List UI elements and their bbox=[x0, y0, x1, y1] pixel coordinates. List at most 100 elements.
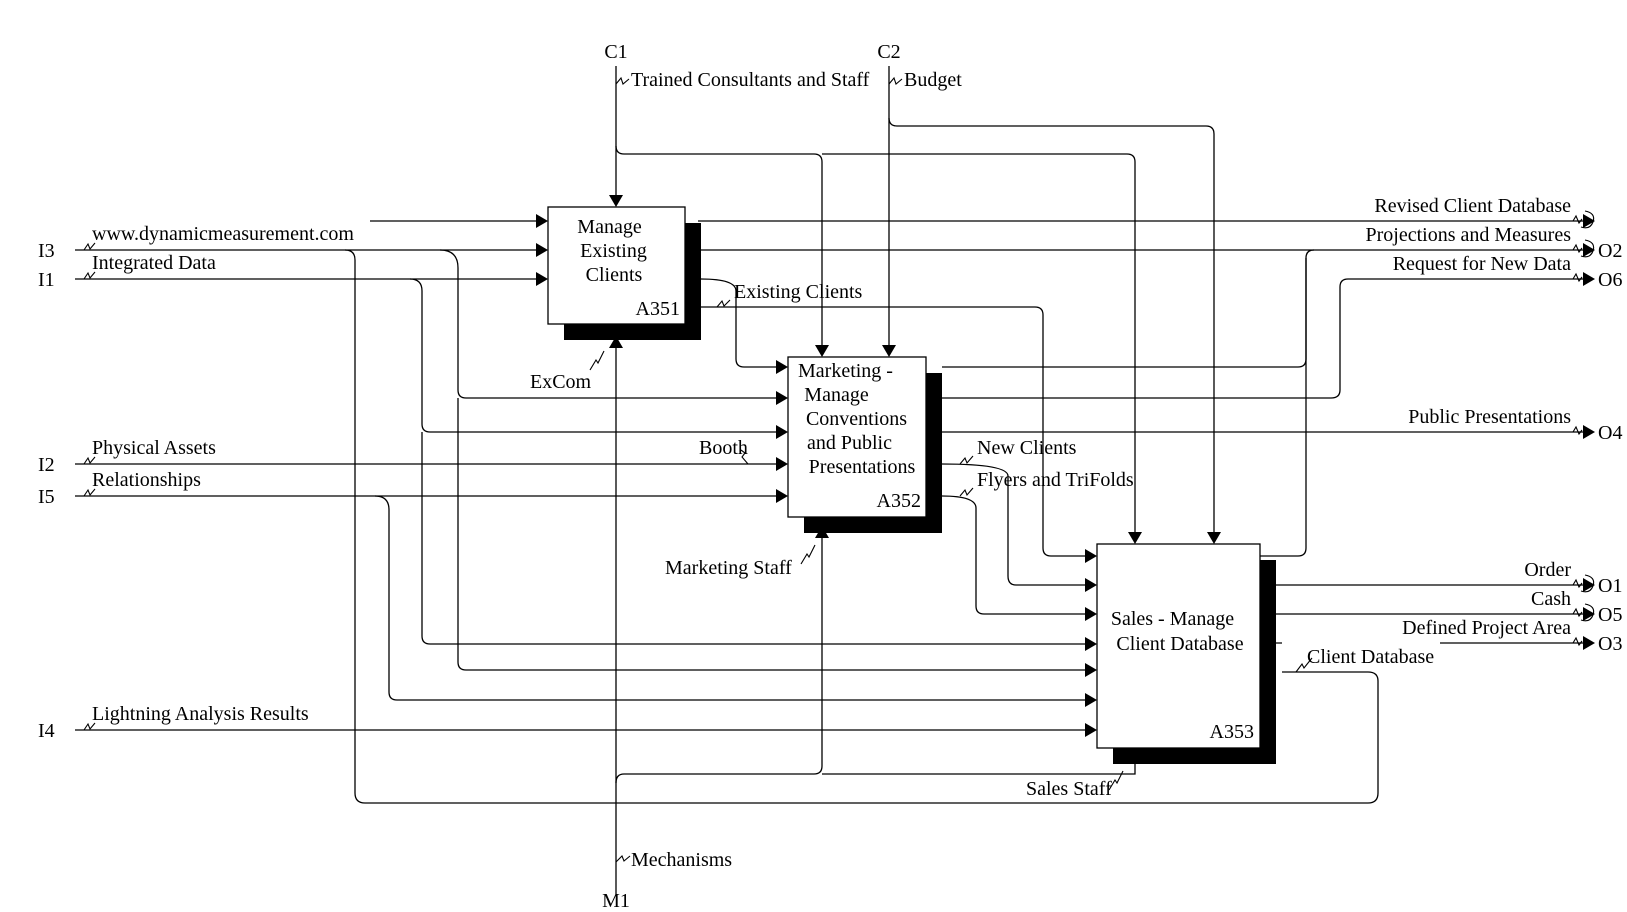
arrow-lines bbox=[75, 66, 1583, 895]
squiggle bbox=[83, 456, 96, 465]
arrowhead bbox=[1583, 607, 1595, 621]
existing-clients-arrow bbox=[700, 278, 780, 368]
arrowhead bbox=[536, 272, 548, 286]
arrowhead bbox=[1085, 578, 1097, 592]
label-budget: Budget bbox=[904, 69, 962, 91]
arrowhead bbox=[1207, 532, 1221, 544]
arrowhead bbox=[776, 425, 788, 439]
arrowhead bbox=[776, 489, 788, 503]
m1-to-a352 bbox=[615, 535, 823, 784]
squiggle bbox=[888, 76, 903, 85]
label-client-database: Client Database bbox=[1307, 646, 1434, 668]
icom-i1: I1 bbox=[38, 269, 55, 291]
label-excom: ExCom bbox=[530, 371, 592, 393]
i1-branch-a353 bbox=[421, 432, 1088, 645]
arrowhead bbox=[1085, 693, 1097, 707]
label-relationships: Relationships bbox=[92, 469, 201, 491]
label-lightning: Lightning Analysis Results bbox=[92, 703, 309, 725]
label-trained-consultants: Trained Consultants and Staff bbox=[631, 69, 870, 91]
arrowhead bbox=[609, 195, 623, 207]
tunnel-curl bbox=[1580, 210, 1595, 229]
i3-branch-a353 bbox=[457, 398, 1088, 671]
label-defined-project-area: Defined Project Area bbox=[1402, 617, 1571, 639]
icom-o3: O3 bbox=[1598, 633, 1622, 655]
arrowhead bbox=[815, 345, 829, 357]
icom-m1: M1 bbox=[602, 890, 630, 912]
label-cash: Cash bbox=[1531, 588, 1571, 610]
arrowhead bbox=[1583, 425, 1595, 439]
arrowhead bbox=[776, 457, 788, 471]
icom-codes: C1 C2 M1 I3 I1 I2 I5 I4 O2 O6 O4 O1 O5 O… bbox=[38, 41, 1622, 912]
i5-branch-a353 bbox=[374, 495, 1088, 701]
label-physical-assets: Physical Assets bbox=[92, 437, 216, 459]
activity-a352[interactable]: Marketing - Manage Conventions and Publi… bbox=[787, 356, 942, 533]
arrowhead bbox=[1085, 549, 1097, 563]
icom-o6: O6 bbox=[1598, 269, 1622, 291]
request-output bbox=[942, 278, 1583, 399]
arrowhead bbox=[1085, 723, 1097, 737]
label-booth: Booth bbox=[699, 437, 748, 459]
arrowhead bbox=[609, 336, 623, 348]
arrowhead bbox=[1583, 214, 1595, 228]
activity-box[interactable] bbox=[1096, 543, 1261, 749]
label-squiggles bbox=[83, 76, 1583, 863]
activity-box[interactable] bbox=[787, 356, 927, 518]
squiggle bbox=[615, 76, 630, 85]
node-number: A353 bbox=[1210, 721, 1254, 743]
icom-o5: O5 bbox=[1598, 604, 1622, 626]
icom-i3: I3 bbox=[38, 240, 55, 262]
node-number: A352 bbox=[877, 490, 921, 512]
squiggle bbox=[615, 855, 631, 863]
squiggle bbox=[589, 350, 605, 371]
arrowhead bbox=[536, 214, 548, 228]
squiggle bbox=[959, 455, 974, 465]
arrow-labels: Trained Consultants and Staff Budget www… bbox=[92, 69, 1571, 871]
activity-a353[interactable]: Sales - Manage Client Database A353 bbox=[1096, 543, 1276, 764]
icom-i2: I2 bbox=[38, 454, 55, 476]
arrowhead bbox=[1583, 578, 1595, 592]
node-number: A351 bbox=[636, 298, 680, 320]
label-website: www.dynamicmeasurement.com bbox=[92, 223, 354, 245]
label-marketing-staff: Marketing Staff bbox=[665, 557, 792, 579]
arrowheads bbox=[536, 195, 1595, 764]
c1-branch-arrow bbox=[615, 145, 823, 345]
c2-branch-arrow bbox=[888, 117, 1215, 532]
arrowhead bbox=[1583, 636, 1595, 650]
flyers-arrow bbox=[941, 495, 1088, 615]
label-existing-clients: Existing Clients bbox=[734, 281, 863, 303]
arrowhead bbox=[1583, 243, 1595, 257]
c1-to-a353-arrow bbox=[822, 153, 1136, 532]
label-mechanisms: Mechanisms bbox=[631, 849, 732, 871]
squiggle bbox=[83, 242, 96, 251]
arrowhead bbox=[776, 391, 788, 405]
arrowhead bbox=[1085, 637, 1097, 651]
i1-branch-a352 bbox=[409, 278, 780, 433]
activity-title: Marketing - Manage Conventions and Publi… bbox=[798, 360, 916, 478]
squiggle bbox=[1572, 425, 1583, 436]
squiggle bbox=[716, 299, 731, 308]
arrowhead bbox=[1583, 272, 1595, 286]
i3-branch-loop bbox=[344, 249, 1379, 804]
label-order: Order bbox=[1524, 559, 1571, 581]
label-new-clients: New Clients bbox=[977, 437, 1077, 459]
icom-c2: C2 bbox=[877, 41, 900, 63]
squiggle bbox=[83, 271, 96, 280]
icom-i4: I4 bbox=[38, 720, 55, 742]
squiggle bbox=[740, 449, 749, 465]
label-integrated-data: Integrated Data bbox=[92, 252, 216, 274]
activity-box[interactable] bbox=[547, 206, 686, 325]
squiggle bbox=[1572, 636, 1583, 647]
icom-i5: I5 bbox=[38, 486, 55, 508]
activity-a351[interactable]: Manage Existing Clients A351 bbox=[547, 206, 701, 340]
squiggle bbox=[1572, 578, 1583, 589]
a353-to-projections bbox=[1256, 258, 1307, 557]
squiggle bbox=[800, 544, 816, 565]
icom-c1: C1 bbox=[604, 41, 627, 63]
label-flyers: Flyers and TriFolds bbox=[977, 469, 1134, 491]
label-public-presentations: Public Presentations bbox=[1408, 406, 1571, 428]
squiggle bbox=[1572, 607, 1583, 618]
i3-branch-a352 bbox=[439, 249, 780, 399]
tunnel-curl bbox=[1580, 239, 1595, 258]
squiggle bbox=[1572, 272, 1583, 283]
